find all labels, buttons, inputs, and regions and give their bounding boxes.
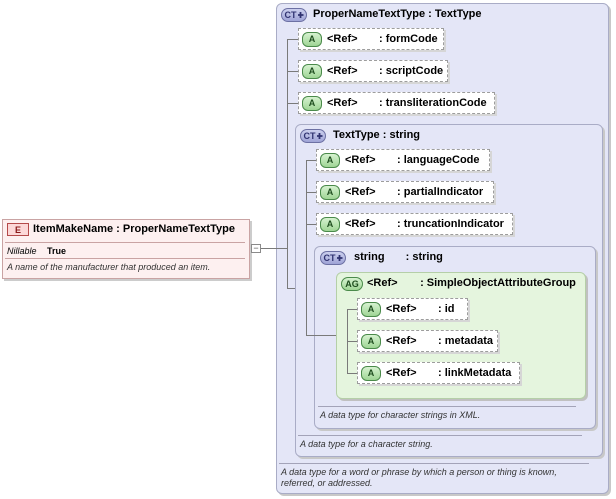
type-name: ProperNameTextType <box>313 8 426 20</box>
attribute-partial-indicator[interactable]: A <Ref> : partialIndicator <box>316 181 494 203</box>
element-description: A name of the manufacturer that produced… <box>7 262 211 272</box>
text-type-description-divider <box>298 435 582 436</box>
badge-label: CT <box>323 253 336 263</box>
attribute-badge: A <box>302 95 322 111</box>
connector-line <box>306 160 316 161</box>
attribute-ref: <Ref> <box>386 367 417 379</box>
attribute-script-code[interactable]: A <Ref> : scriptCode <box>298 60 448 82</box>
string-description-divider <box>318 406 576 407</box>
connector-line <box>287 39 298 40</box>
attribute-ref: <Ref> <box>327 65 358 77</box>
attribute-ref: <Ref> <box>345 186 376 198</box>
attribute-badge: A <box>361 333 381 349</box>
connector-line <box>347 373 357 374</box>
type-base: : TextType <box>428 8 482 20</box>
plus-icon <box>297 12 304 18</box>
attribute-name: : linkMetadata <box>438 367 512 379</box>
complex-type-badge: CT <box>320 251 346 265</box>
attribute-ref: <Ref> <box>327 97 358 109</box>
attribute-group-ref: <Ref> <box>367 277 398 289</box>
attribute-badge: A <box>302 31 322 47</box>
element-badge: E <box>7 223 29 236</box>
string-type-title: string : string <box>354 251 443 263</box>
attribute-name: : formCode <box>379 33 438 45</box>
element-divider <box>5 242 245 243</box>
proper-name-description: A data type for a word or phrase by whic… <box>281 467 557 488</box>
connector-line <box>306 192 316 193</box>
attribute-badge: A <box>320 216 340 232</box>
element-name: ItemMakeName <box>33 223 114 235</box>
attribute-link-metadata[interactable]: A <Ref> : linkMetadata <box>357 362 520 384</box>
connector-line <box>287 39 288 289</box>
connector-line <box>306 224 316 225</box>
attribute-truncation-indicator[interactable]: A <Ref> : truncationIndicator <box>316 213 513 235</box>
connector-line <box>347 309 357 310</box>
connector-line <box>306 160 307 336</box>
attribute-name: : truncationIndicator <box>397 218 504 230</box>
complex-type-badge: CT <box>281 8 307 22</box>
attribute-id[interactable]: A <Ref> : id <box>357 298 468 320</box>
text-type-title: TextType : string <box>333 129 420 141</box>
badge-label: CT <box>303 131 316 141</box>
element-title: ItemMakeName : ProperNameTextType <box>33 223 235 235</box>
attribute-metadata[interactable]: A <Ref> : metadata <box>357 330 498 352</box>
element-box[interactable] <box>2 219 250 279</box>
attribute-group-title: <Ref> : SimpleObjectAttributeGroup <box>367 277 576 289</box>
attribute-badge: A <box>361 301 381 317</box>
attribute-ref: <Ref> <box>386 303 417 315</box>
attribute-ref: <Ref> <box>345 218 376 230</box>
type-base: : string <box>405 251 443 263</box>
connector-line <box>347 341 357 342</box>
attribute-name: : metadata <box>438 335 494 347</box>
type-name: TextType <box>333 129 380 141</box>
badge-label: CT <box>284 10 297 20</box>
attribute-name: : partialIndicator <box>397 186 484 198</box>
connector-line <box>261 248 287 249</box>
attribute-badge: A <box>320 152 340 168</box>
attribute-ref: <Ref> <box>327 33 358 45</box>
attribute-ref: <Ref> <box>345 154 376 166</box>
attribute-badge: A <box>361 365 381 381</box>
proper-name-text-type-title: ProperNameTextType : TextType <box>313 8 482 20</box>
attribute-group-name: : SimpleObjectAttributeGroup <box>420 277 576 289</box>
attribute-name: : scriptCode <box>379 65 444 77</box>
attribute-name: : languageCode <box>397 154 480 166</box>
attribute-badge: A <box>320 184 340 200</box>
minus-icon: − <box>253 243 259 253</box>
attribute-ref: <Ref> <box>386 335 417 347</box>
nillable-value: True <box>47 246 67 256</box>
element-divider <box>5 258 245 259</box>
type-base: : string <box>382 129 421 141</box>
string-description: A data type for character strings in XML… <box>320 410 481 420</box>
attribute-language-code[interactable]: A <Ref> : languageCode <box>316 149 490 171</box>
attribute-transliteration-code[interactable]: A <Ref> : transliterationCode <box>298 92 495 114</box>
type-name: string <box>354 251 385 263</box>
element-type: : ProperNameTextType <box>116 223 235 235</box>
text-type-description: A data type for a character string. <box>300 439 433 449</box>
plus-icon <box>316 133 323 139</box>
connector-line <box>287 288 295 289</box>
complex-type-badge: CT <box>300 129 326 143</box>
attribute-name: : id <box>438 303 455 315</box>
attribute-name: : transliterationCode <box>379 97 487 109</box>
nillable-label: Nillable <box>7 246 37 256</box>
attribute-group-badge: AG <box>341 277 363 291</box>
proper-name-description-divider <box>279 463 589 464</box>
connector-line <box>287 103 298 104</box>
attribute-form-code[interactable]: A <Ref> : formCode <box>298 28 444 50</box>
plus-icon <box>336 255 343 261</box>
collapse-button[interactable]: − <box>251 244 261 253</box>
connector-line <box>306 335 336 336</box>
attribute-badge: A <box>302 63 322 79</box>
connector-line <box>287 71 298 72</box>
